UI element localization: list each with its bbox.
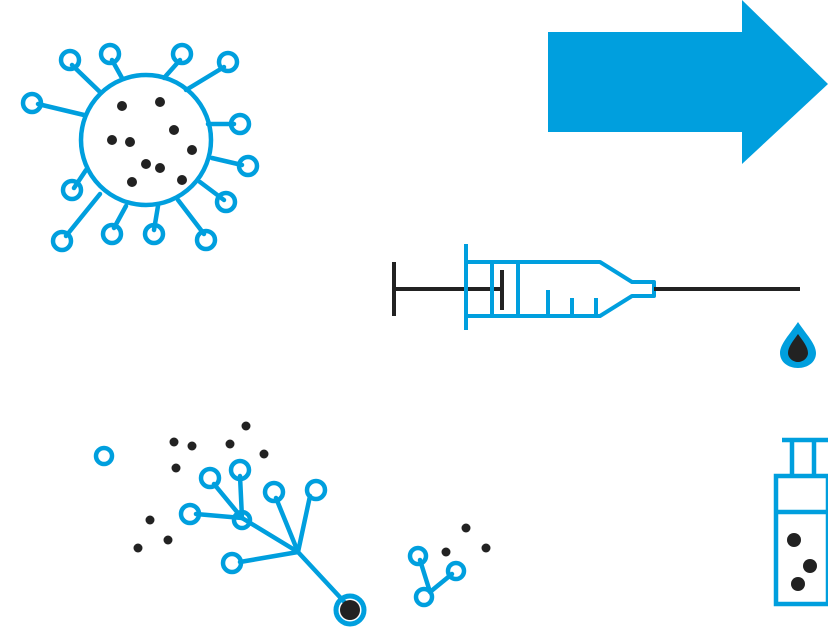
tree-root-core (340, 600, 360, 620)
vial-icon (773, 437, 828, 607)
tree-root-ring (333, 593, 367, 627)
virus-spike-tips (20, 42, 260, 253)
arrow-right-icon (548, 0, 828, 164)
syringe-plunger (392, 262, 504, 316)
tree-branches (193, 473, 353, 611)
virus-particles (107, 97, 197, 187)
molecule-icon (407, 523, 491, 608)
molecule-particles (441, 523, 491, 557)
antibody-tree-icon (93, 421, 367, 627)
syringe-icon (392, 244, 800, 330)
droplet-icon (780, 322, 816, 368)
molecule-atoms (407, 545, 467, 608)
tree-particles (133, 421, 269, 553)
virus-icon (20, 42, 260, 253)
vial-particles (787, 533, 817, 591)
vial-outline (773, 437, 828, 607)
virus-spikes (35, 57, 245, 239)
tree-nodes (93, 445, 328, 575)
virus-body (78, 72, 214, 208)
